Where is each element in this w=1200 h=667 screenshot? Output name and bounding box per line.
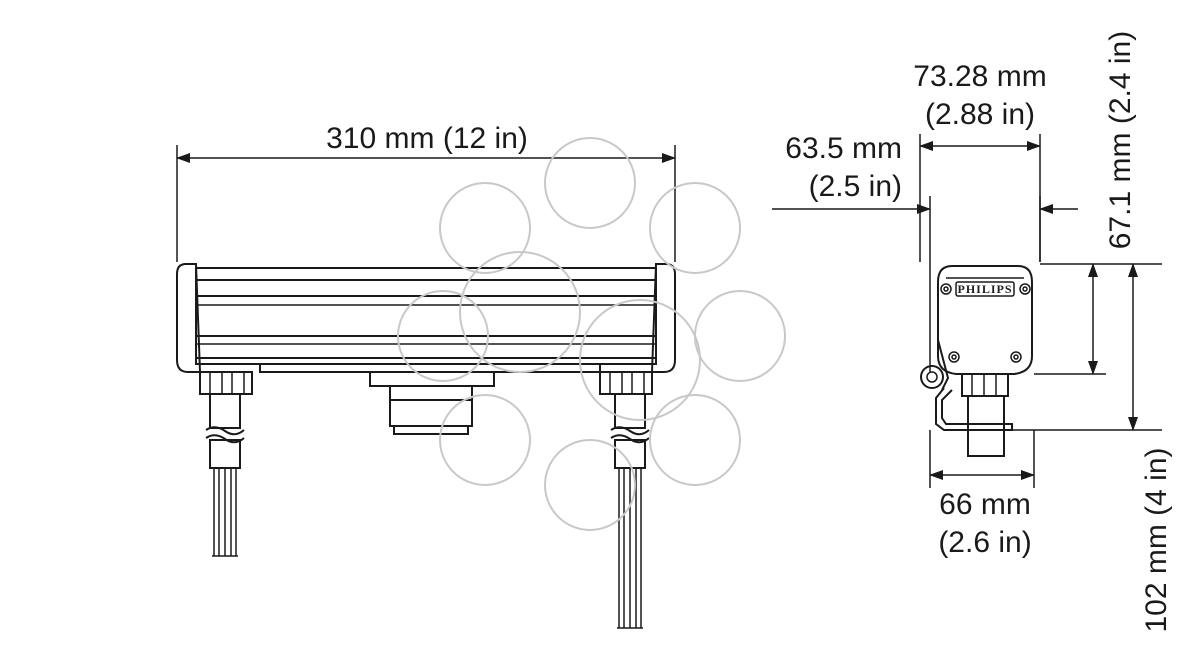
side-housing: [937, 265, 1033, 375]
right-cable: [599, 371, 653, 629]
width-in-label: (2.5 in): [809, 170, 902, 203]
depth-in-label: (2.88 in): [925, 98, 1035, 131]
brand-badge: [955, 281, 1015, 297]
depth-mm-label: 73.28 mm: [913, 60, 1046, 93]
base-mm-label: 66 mm: [939, 488, 1031, 521]
left-cable: [199, 371, 253, 557]
side-view: 73.28 mm (2.88 in) 63.5 mm (2.5 in) PHIL…: [772, 31, 1173, 633]
total-height-label: 102 mm (4 in): [1140, 447, 1173, 632]
side-bracket: [935, 387, 1013, 431]
light-bar-housing: [195, 267, 657, 365]
height-label: 67.1 mm (2.4 in): [1104, 31, 1137, 249]
mounting-bracket: [369, 371, 495, 435]
width-mm-label: 63.5 mm: [785, 132, 902, 165]
base-in-label: (2.6 in): [938, 526, 1031, 559]
left-end-cap: [176, 263, 202, 373]
front-view: 310 mm (12 in): [176, 122, 676, 629]
brand-label: PHILIPS: [957, 282, 1012, 296]
pivot-bolt: [920, 365, 944, 389]
watermark-logo: [397, 137, 786, 531]
length-label: 310 mm (12 in): [326, 122, 528, 155]
